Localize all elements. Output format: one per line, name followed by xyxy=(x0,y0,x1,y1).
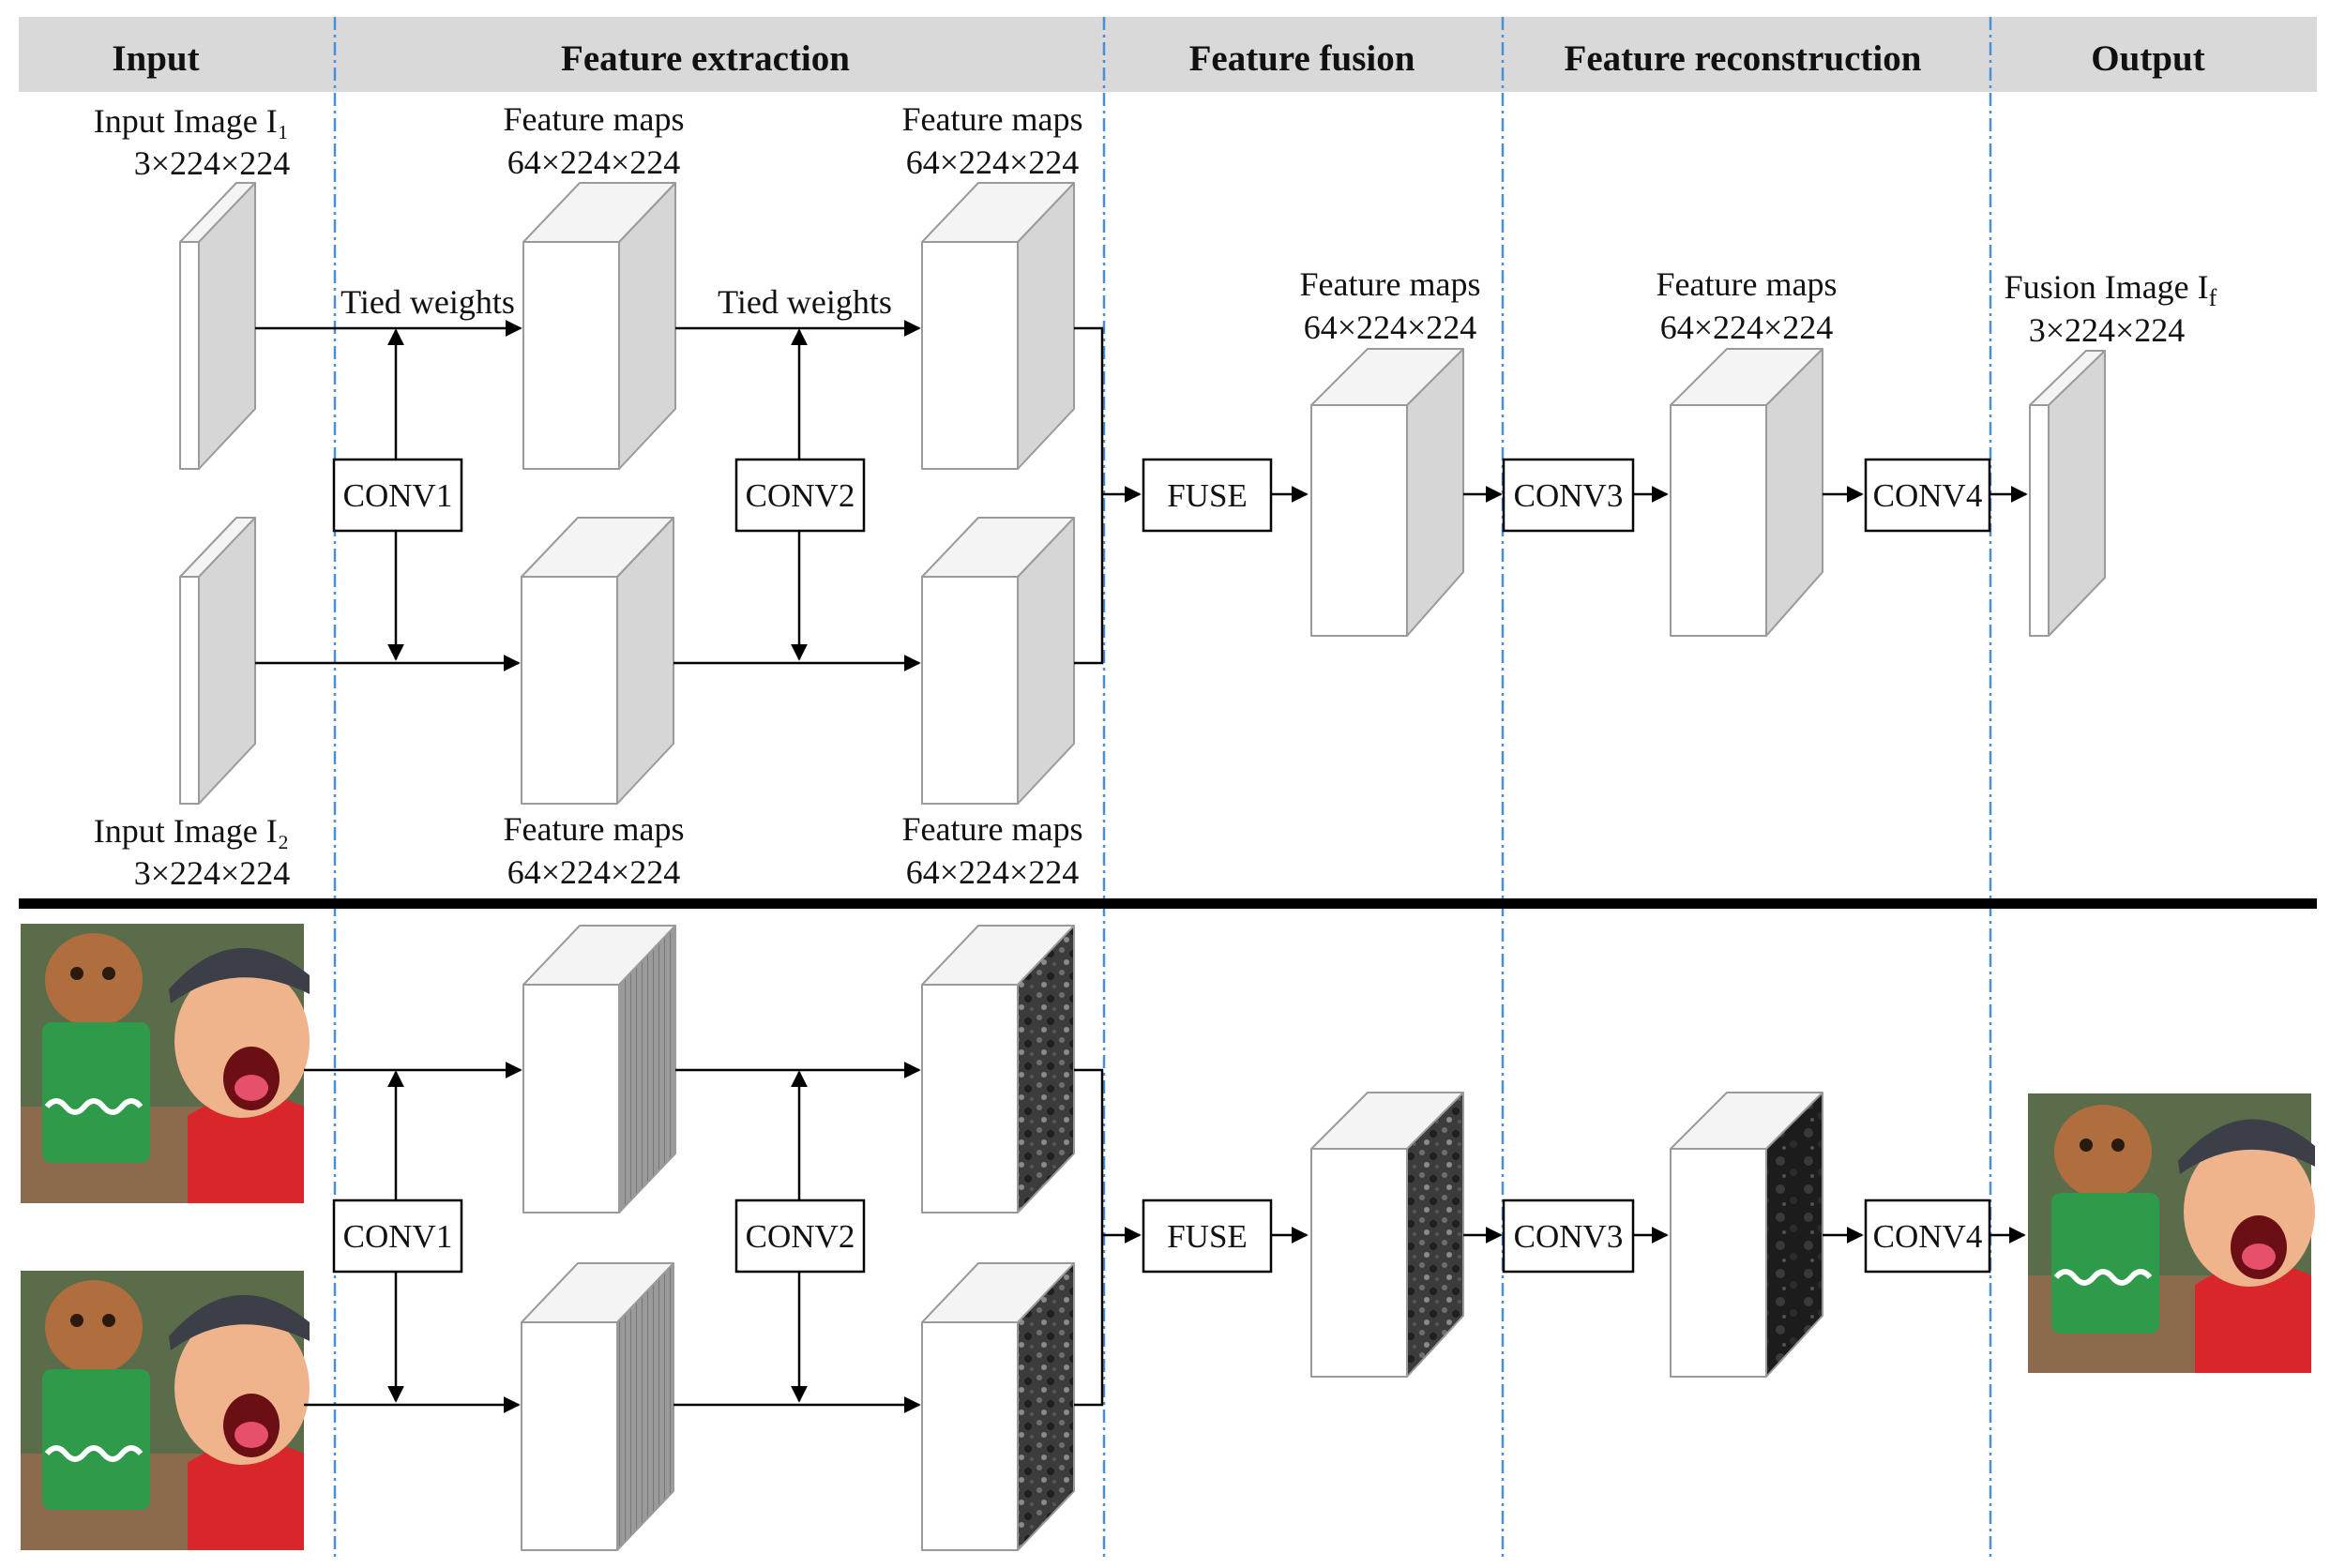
block-fused xyxy=(1310,348,1464,637)
block-input-1 xyxy=(179,182,256,470)
block-feature-b xyxy=(921,182,1075,470)
op-label-fuse: FUSE xyxy=(1167,477,1248,514)
label-input-dims-1: 3×224×224 xyxy=(134,144,291,182)
block-reconstruction xyxy=(1670,348,1823,637)
op-box-conv1 xyxy=(332,458,463,533)
op-label-conv4-b: CONV4 xyxy=(1873,1218,1983,1255)
label-feature-maps-recon: Feature maps xyxy=(1657,265,1838,303)
op-label-conv4: CONV4 xyxy=(1873,477,1983,514)
header-feature-reconstruction: Feature reconstruction xyxy=(1565,38,1922,79)
op-label-conv3-b: CONV3 xyxy=(1514,1218,1624,1255)
label-input-image-2: Input Image I₂ xyxy=(94,812,289,850)
label-feature-dims-a: 64×224×224 xyxy=(507,143,681,181)
op-box-fuse-b xyxy=(1142,1199,1273,1274)
photo-input-1 xyxy=(21,924,310,1203)
label-feature-dims-b: 64×224×224 xyxy=(906,143,1080,181)
label-input-dims-2: 3×224×224 xyxy=(134,854,291,892)
header-input: Input xyxy=(112,38,199,79)
op-box-conv3-b xyxy=(1502,1199,1635,1274)
section-separator xyxy=(19,898,2317,909)
label-fusion-dims: 3×224×224 xyxy=(2029,311,2186,349)
op-box-fuse xyxy=(1142,458,1273,533)
block-feature-d xyxy=(921,517,1075,805)
bottom-row-blocks xyxy=(521,925,1823,1551)
op-box-conv1-b xyxy=(332,1199,463,1274)
op-label-fuse-b: FUSE xyxy=(1167,1218,1248,1255)
op-label-conv3: CONV3 xyxy=(1514,477,1624,514)
op-box-conv4 xyxy=(1864,458,1991,533)
label-feature-maps-a: Feature maps xyxy=(504,100,685,138)
header-output: Output xyxy=(2091,38,2204,79)
label-feature-maps-d: Feature maps xyxy=(902,810,1083,848)
label-input-image-1: Input Image I₁ xyxy=(94,102,289,140)
header-feature-fusion: Feature fusion xyxy=(1189,38,1415,79)
top-op-boxes: CONV1 CONV2 FUSE CONV3 CONV4 xyxy=(332,458,1991,533)
top-row-blocks xyxy=(179,182,2106,805)
op-box-conv2-b xyxy=(734,1199,866,1274)
header-band xyxy=(19,17,2317,92)
block-fused-vis xyxy=(1310,1092,1464,1378)
label-tied-weights-1: Tied weights xyxy=(340,283,515,321)
op-box-conv4-b xyxy=(1864,1199,1991,1274)
label-feature-dims-recon: 64×224×224 xyxy=(1660,309,1834,346)
column-dividers xyxy=(333,17,1992,1561)
label-feature-dims-c: 64×224×224 xyxy=(507,853,681,891)
header-feature-extraction: Feature extraction xyxy=(561,38,850,79)
block-feature-c-vis xyxy=(521,1262,674,1551)
block-output xyxy=(2029,350,2106,637)
block-input-2 xyxy=(179,517,256,805)
op-label-conv2-b: CONV2 xyxy=(746,1218,855,1255)
op-box-conv3 xyxy=(1502,458,1635,533)
op-label-conv1-b: CONV1 xyxy=(343,1218,453,1255)
label-feature-dims-d: 64×224×224 xyxy=(906,853,1080,891)
photo-output xyxy=(2028,1093,2315,1373)
block-feature-a xyxy=(522,182,676,470)
label-feature-maps-b: Feature maps xyxy=(902,100,1083,138)
block-feature-c xyxy=(521,517,674,805)
op-label-conv1: CONV1 xyxy=(343,477,453,514)
label-tied-weights-2: Tied weights xyxy=(718,283,892,321)
top-row-connectors xyxy=(255,320,2028,671)
label-feature-dims-fuse: 64×224×224 xyxy=(1304,309,1477,346)
block-feature-b-vis xyxy=(921,925,1075,1214)
op-label-conv2: CONV2 xyxy=(746,477,855,514)
label-feature-maps-c: Feature maps xyxy=(504,810,685,848)
block-reconstruction-vis xyxy=(1670,1092,1823,1378)
label-feature-maps-fuse: Feature maps xyxy=(1300,265,1481,303)
block-feature-a-vis xyxy=(522,925,676,1214)
block-feature-d-vis xyxy=(921,1262,1075,1551)
bottom-op-boxes: CONV1 CONV2 FUSE CONV3 CONV4 xyxy=(332,1199,1991,1274)
photo-input-2 xyxy=(21,1271,310,1550)
label-fusion-image: Fusion Image If xyxy=(2005,268,2217,311)
op-box-conv2 xyxy=(734,458,866,533)
bottom-row-connectors xyxy=(304,1062,2026,1413)
